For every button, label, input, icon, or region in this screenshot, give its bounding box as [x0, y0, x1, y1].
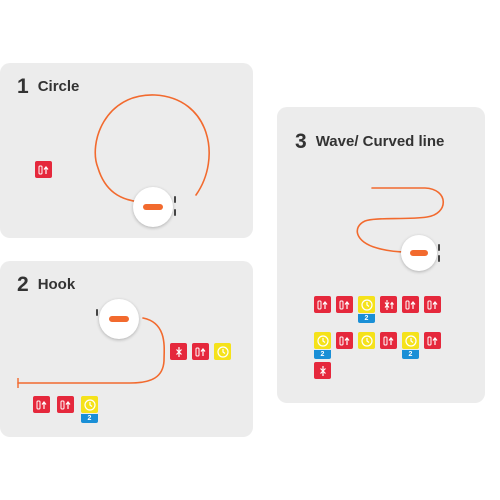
hook-path: [17, 317, 166, 388]
code-tile-move: [57, 396, 74, 413]
card-hook: 2 Hook 2: [0, 261, 253, 437]
clock-icon: [316, 334, 329, 347]
card-title-text: Hook: [37, 276, 76, 293]
card-circle: 1 Circle: [0, 63, 253, 238]
repeat-badge: 2: [314, 350, 331, 359]
robot: [401, 235, 440, 271]
robot-led: [143, 204, 163, 210]
code-tile-wait: [81, 396, 98, 413]
code-tile-move: [192, 343, 209, 360]
card-title-circle: 1 Circle: [17, 75, 79, 99]
code-tile-wait: [358, 296, 375, 313]
code-tile-move: [336, 332, 353, 349]
robot-wheel: [438, 244, 440, 251]
clock-icon: [360, 298, 373, 311]
robot-wheel: [174, 209, 176, 216]
code-tile-wait: [314, 332, 331, 349]
card-title-hook: 2 Hook: [17, 273, 75, 297]
clock-icon: [404, 334, 417, 347]
repeat-badge: 2: [81, 414, 98, 423]
code-tile-move: [33, 396, 50, 413]
code-tile-wait: [358, 332, 375, 349]
move-forward-turn-icon: [339, 336, 349, 345]
clock-icon: [83, 398, 96, 411]
repeat-badge: 2: [358, 314, 375, 323]
move-forward-turn-icon: [317, 300, 327, 309]
robot-wheel: [96, 309, 98, 316]
robot-led: [410, 250, 428, 256]
move-forward-turn-icon: [427, 336, 437, 345]
code-tile-move: [424, 332, 441, 349]
move-forward-turn-icon: [195, 347, 205, 356]
code-tile-wait: [214, 343, 231, 360]
robot: [96, 299, 139, 339]
card-number: 2: [17, 273, 29, 296]
repeat-badge: 2: [402, 350, 419, 359]
wave-path: [356, 187, 444, 253]
code-tile-move: [336, 296, 353, 313]
stop-icon: [175, 346, 182, 357]
stop-icon: [384, 299, 394, 310]
card-number: 3: [295, 130, 307, 153]
move-forward-turn-icon: [339, 300, 349, 309]
move-forward-turn-icon: [383, 336, 393, 345]
code-tile-wait: [402, 332, 419, 349]
move-forward-turn-icon: [36, 400, 46, 409]
code-tile-move: [314, 296, 331, 313]
code-tile-stop: [170, 343, 187, 360]
code-tile-stop: [314, 362, 331, 379]
card-title-text: Circle: [37, 78, 80, 95]
move-forward-turn-icon: [405, 300, 415, 309]
clock-icon: [360, 334, 373, 347]
card-wave: 3 Wave/ Curved line 2 2 2: [277, 107, 485, 403]
code-tile-move: [402, 296, 419, 313]
move-forward-turn-icon: [427, 300, 437, 309]
robot: [133, 187, 176, 227]
move-forward-turn-icon: [38, 165, 48, 174]
card-number: 1: [17, 75, 29, 98]
robot-led: [109, 316, 129, 322]
code-tile-stop-move: [380, 296, 397, 313]
card-title-wave: 3 Wave/ Curved line: [295, 130, 444, 154]
code-tile-move: [380, 332, 397, 349]
clock-icon: [216, 345, 229, 358]
code-tile-move: [424, 296, 441, 313]
code-tile-move: [35, 161, 52, 178]
robot-wheel: [438, 255, 440, 262]
robot-wheel: [174, 196, 176, 203]
move-forward-turn-icon: [60, 400, 70, 409]
stop-icon: [319, 365, 326, 376]
circle-path: [94, 94, 210, 203]
card-title-text: Wave/ Curved line: [315, 133, 445, 150]
